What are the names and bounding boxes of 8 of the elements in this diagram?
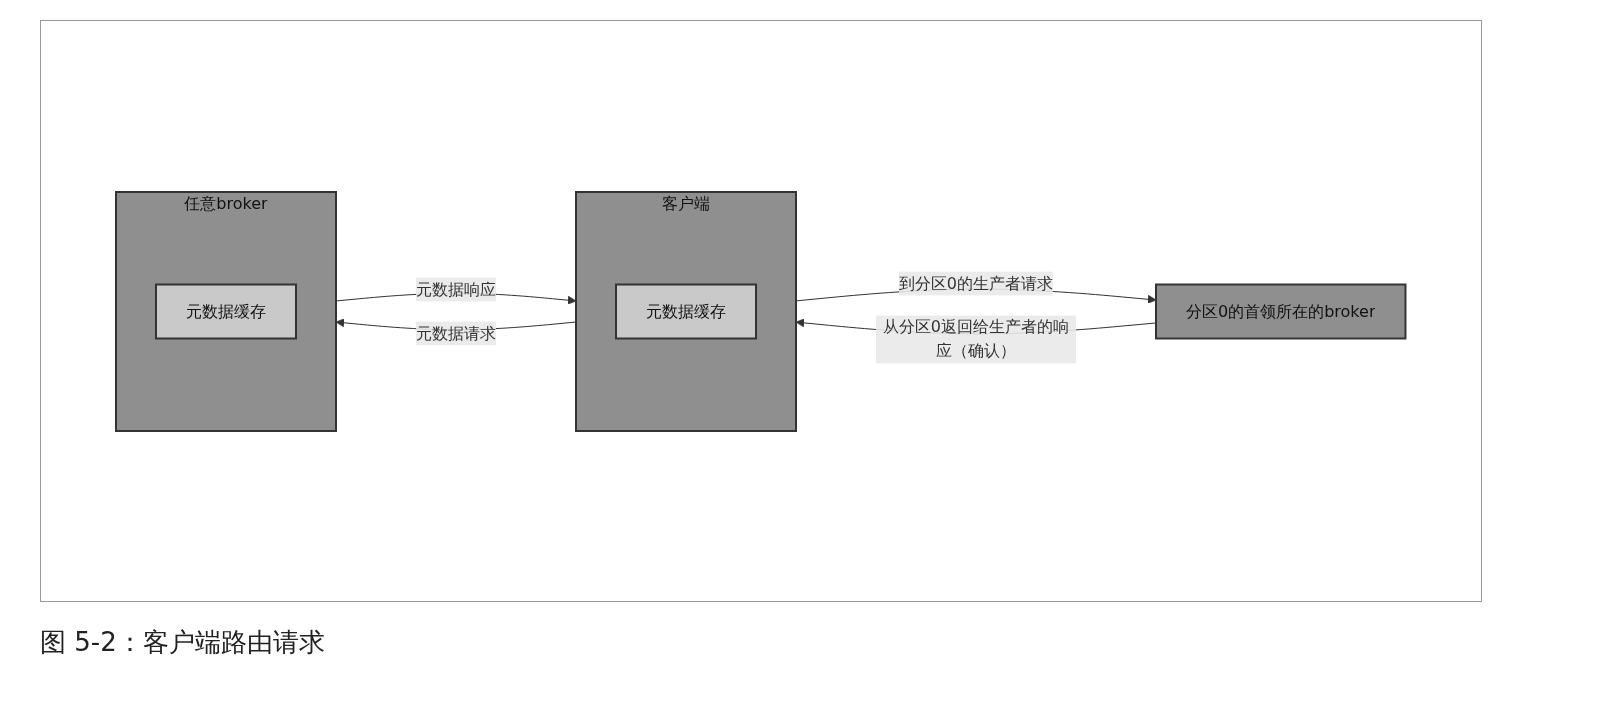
edge-label: 到分区0的生产者请求 bbox=[899, 273, 1054, 292]
edge-label: 从分区0返回给生产者的响应（确认） bbox=[883, 317, 1070, 360]
edge-label: 元数据响应 bbox=[416, 279, 497, 298]
node-box: 元数据缓存 bbox=[615, 283, 758, 339]
node-box: 分区0的首领所在的broker bbox=[1155, 283, 1407, 339]
figure-caption: 图 5-2：客户端路由请求 bbox=[40, 626, 325, 659]
edge-label: 元数据请求 bbox=[416, 323, 497, 342]
node-box: 元数据缓存 bbox=[155, 283, 298, 339]
